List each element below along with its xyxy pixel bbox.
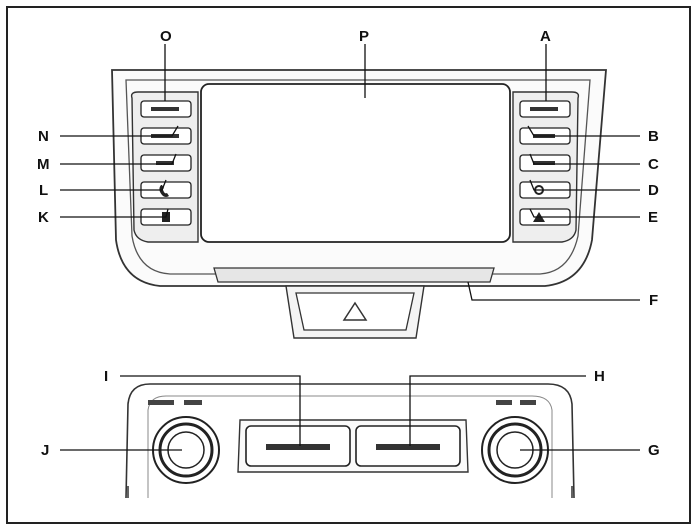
button-i[interactable] bbox=[246, 426, 350, 466]
callout-o: O bbox=[160, 28, 172, 45]
callout-l: L bbox=[39, 182, 48, 199]
callout-j: J bbox=[41, 442, 49, 459]
cd-slot bbox=[214, 268, 494, 282]
left-knob-label bbox=[148, 400, 174, 405]
button-h[interactable] bbox=[356, 426, 460, 466]
callout-c: C bbox=[648, 156, 659, 173]
callout-p: P bbox=[359, 28, 369, 45]
button-o-media[interactable] bbox=[141, 101, 191, 117]
left-knob-label-2 bbox=[184, 400, 202, 405]
callout-d: D bbox=[648, 182, 659, 199]
callout-f: F bbox=[649, 292, 658, 309]
callout-h: H bbox=[594, 368, 605, 385]
callout-i: I bbox=[104, 368, 108, 385]
callout-a: A bbox=[540, 28, 551, 45]
callout-m: M bbox=[37, 156, 50, 173]
callout-g: G bbox=[648, 442, 660, 459]
button-m-audio[interactable] bbox=[141, 155, 191, 171]
callout-b: B bbox=[648, 128, 659, 145]
callout-k: K bbox=[38, 209, 49, 226]
panel-edge-ticks bbox=[128, 486, 572, 498]
callout-e: E bbox=[648, 209, 658, 226]
button-c-prev[interactable] bbox=[520, 155, 570, 171]
right-knob-label-2 bbox=[520, 400, 536, 405]
button-a-back[interactable] bbox=[520, 101, 570, 117]
hazard-switch[interactable] bbox=[296, 293, 414, 330]
right-knob-label bbox=[496, 400, 512, 405]
touch-screen[interactable] bbox=[201, 84, 510, 242]
callout-n: N bbox=[38, 128, 49, 145]
